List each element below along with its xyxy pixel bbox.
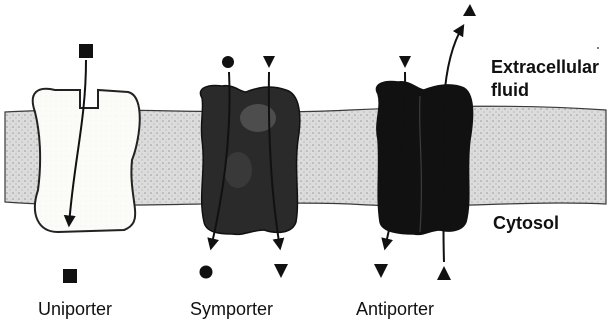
antiporter-triangle-outside-out — [463, 4, 476, 16]
extracellular-label-line2: fluid — [491, 79, 529, 101]
uniporter-label: Uniporter — [38, 298, 112, 320]
uniporter-protein — [33, 89, 140, 232]
antiporter-triangle-inside-in — [374, 264, 388, 278]
extracellular-label-line1: Extracellular — [491, 56, 599, 78]
symporter-circle-outside — [222, 56, 234, 68]
uniporter-square-inside — [63, 269, 77, 283]
antiporter-label: Antiporter — [356, 298, 434, 320]
symporter-circle-inside — [200, 266, 213, 279]
symporter-triangle-outside — [263, 56, 275, 68]
cytosol-label: Cytosol — [493, 212, 559, 234]
antiporter-triangle-inside-out — [437, 266, 451, 280]
uniporter-square-outside — [79, 44, 93, 58]
symporter-triangle-inside — [274, 264, 288, 278]
antiporter-protein — [376, 82, 472, 235]
antiporter-triangle-outside-in — [399, 56, 411, 68]
symporter-label: Symporter — [190, 298, 273, 320]
speck — [597, 47, 599, 49]
symporter-protein — [200, 86, 299, 235]
